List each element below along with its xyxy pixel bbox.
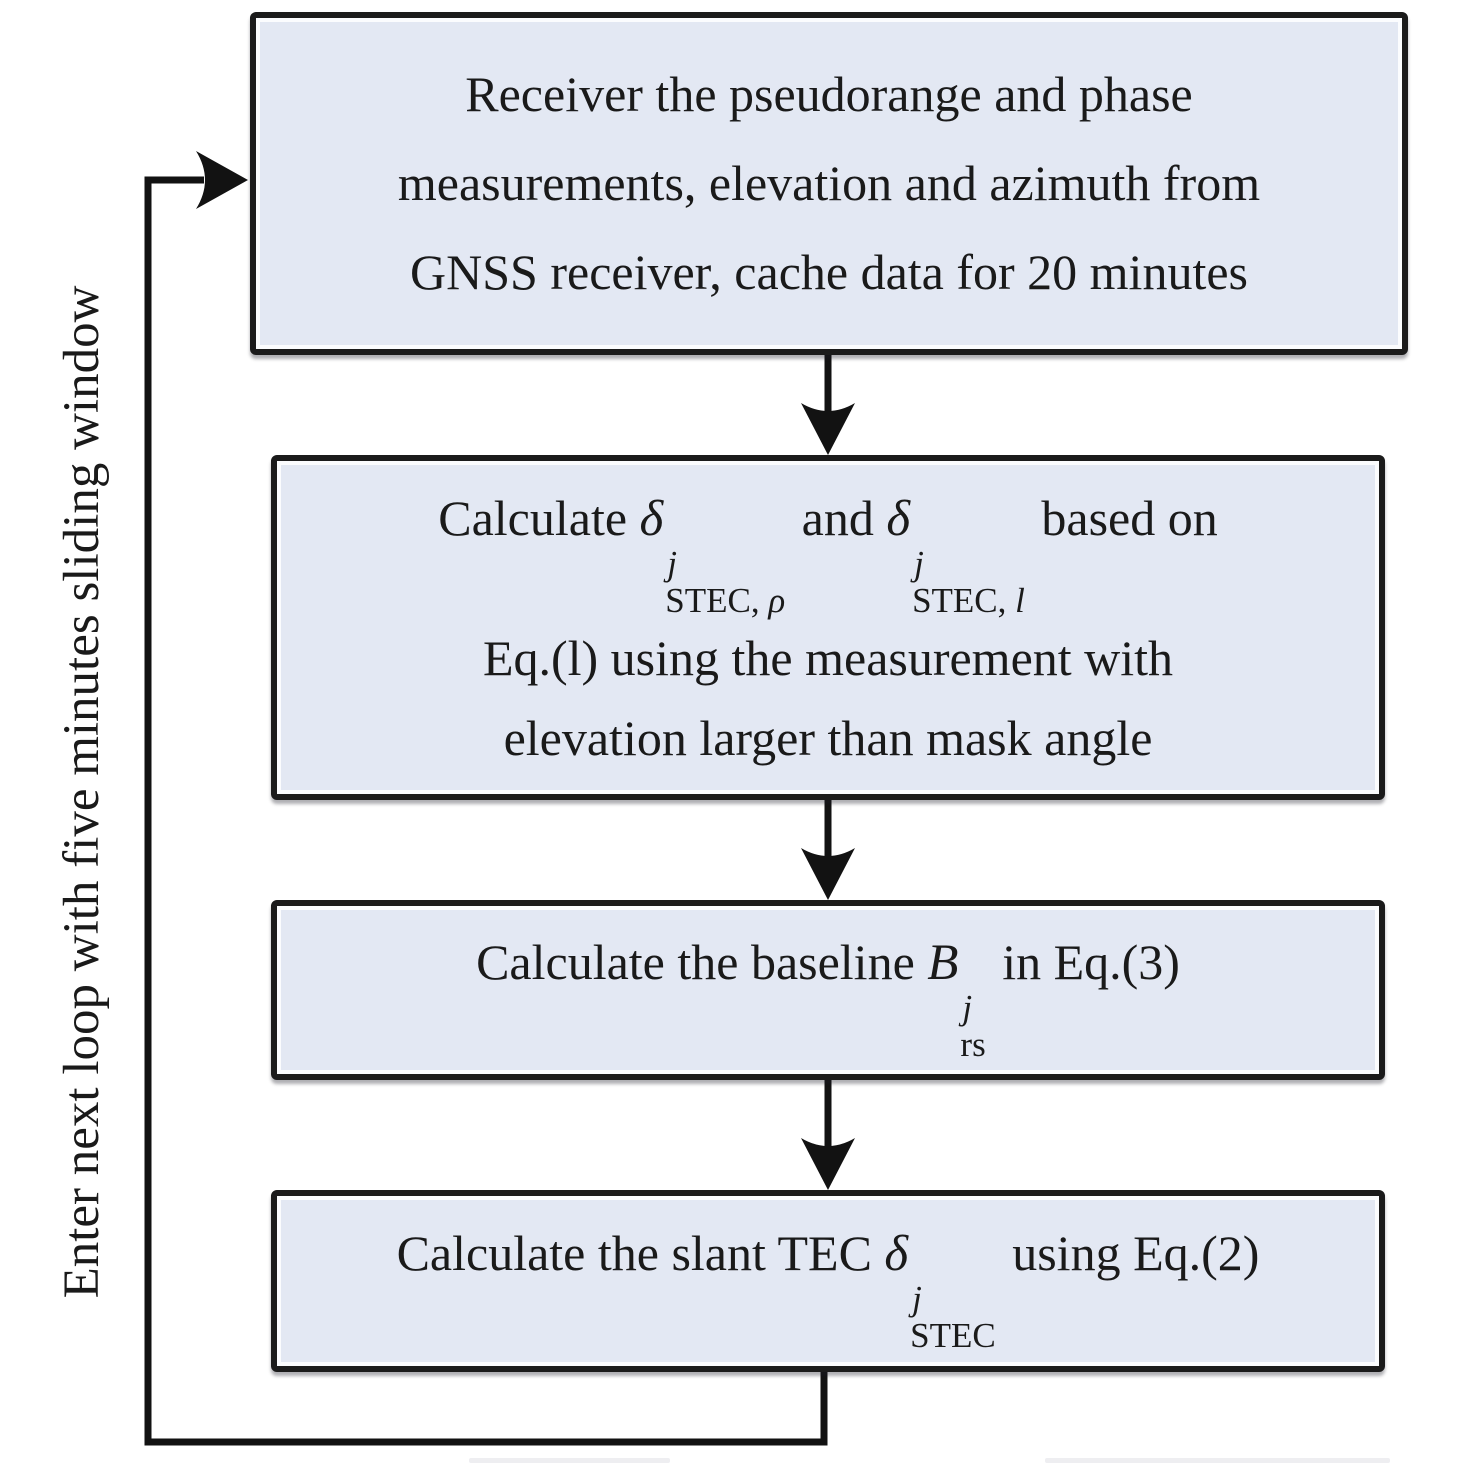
text-segment: and [789,489,887,546]
loop-label: Enter next loop with five minutes slidin… [54,285,110,1299]
math-subscript-var: ρ [768,580,786,620]
math-subscript-var: l [1015,580,1025,620]
box-text-line: Receiver the pseudorange and phase [465,66,1193,122]
box-text-line: elevation larger than mask angle [503,709,1153,766]
math-base: δ [886,490,911,547]
math-base: B [927,935,959,991]
math-subscript: rs [960,1027,985,1062]
math-superscript: j [962,988,973,1027]
text-segment: in Eq.(3) [989,934,1180,990]
math-subscript-text: STEC [910,1316,996,1355]
math-base: δ [639,490,664,547]
arrow-1-head-icon [801,403,855,455]
math-subscript-text: STEC, [665,580,769,620]
math-subscript: STEC, ρ [665,583,785,618]
text-segment: using Eq.(2) [999,1225,1260,1281]
arrow-2-head-icon [801,848,855,900]
math-superscript: j [912,1279,922,1318]
math-superscript: j [667,543,677,583]
text-segment: Calculate the baseline [476,934,928,990]
text-segment: Calculate the slant TEC [396,1225,885,1281]
box-text-line: GNSS receiver, cache data for 20 minutes [410,244,1248,300]
math-subscript: STEC [910,1318,996,1353]
math-subscript-text: STEC, [912,580,1016,620]
math-subscript: STEC, l [912,583,1025,618]
cropped-figure-edge [469,1458,670,1463]
loop-connector-line [144,176,828,1446]
box-text-line: measurements, elevation and azimuth from [397,155,1261,211]
math-base: δ [884,1226,909,1282]
box-text-line: Eq.(l) using the measurement with [482,629,1174,686]
math-superscript: j [914,543,924,583]
box-receive-measurements: Receiver the pseudorange and phase measu… [250,12,1408,355]
cropped-figure-edge [1045,1458,1390,1463]
math-subscript-text: rs [960,1025,986,1064]
text-segment: Calculate [438,489,640,546]
text-segment: based on [1028,489,1218,546]
arrow-3-head-icon [801,1138,855,1190]
loop-arrowhead-icon [196,151,248,209]
